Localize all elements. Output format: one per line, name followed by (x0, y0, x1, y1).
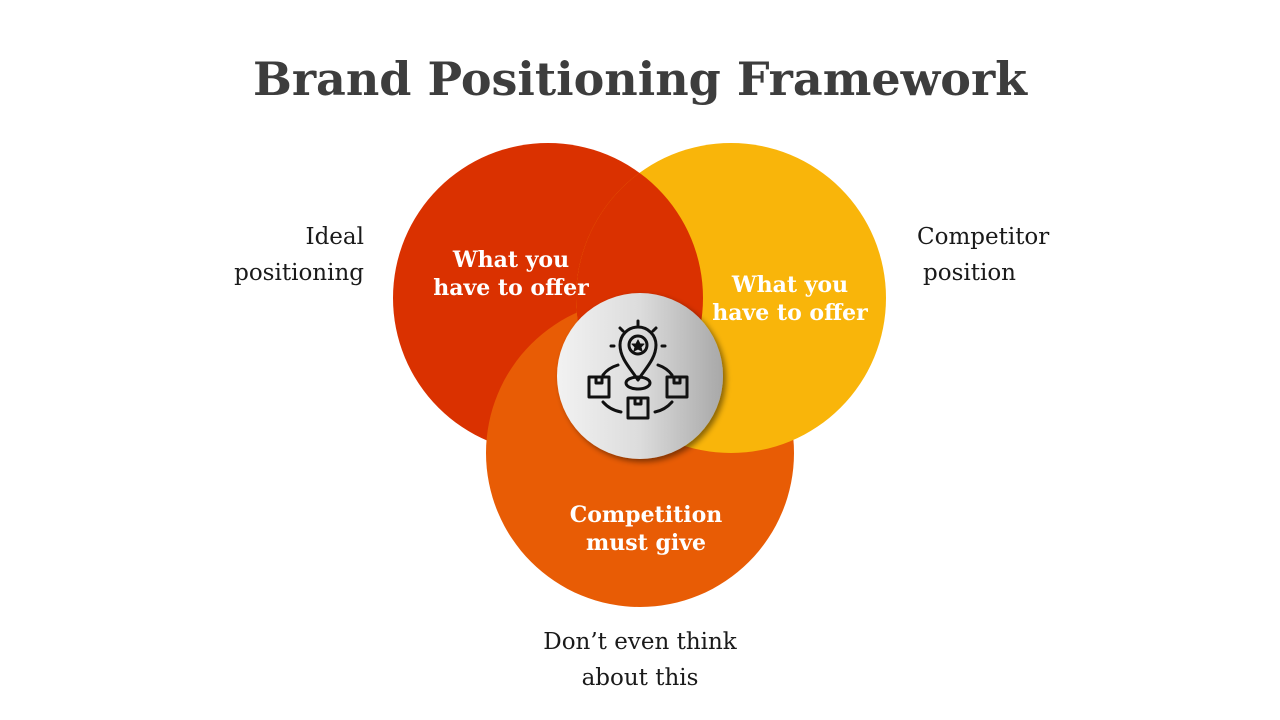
label-right-line2: position (923, 260, 1016, 286)
red-circle-text: What you have to offer (421, 246, 601, 302)
label-right-line1: Competitor (917, 224, 1050, 250)
orange-text-line2: must give (585, 530, 706, 556)
orange-circle-text: Competition must give (546, 501, 746, 557)
label-left-line2: positioning (234, 260, 364, 286)
yellow-text-line2: have to offer (712, 300, 868, 326)
label-competitor-position: Competitor position (917, 219, 1117, 291)
label-dont-think: Don’t even think about this (500, 624, 780, 696)
orange-text-line1: Competition (569, 502, 723, 528)
label-ideal-positioning: Ideal positioning (200, 219, 364, 291)
red-text-line2: have to offer (433, 275, 589, 301)
location-pin-with-boxes-icon (587, 319, 689, 420)
page-title: Brand Positioning Framework (252, 52, 1028, 106)
label-bottom-line2: about this (581, 665, 699, 691)
label-bottom-line1: Don’t even think (543, 629, 737, 655)
label-left-line1: Ideal (305, 224, 365, 250)
yellow-circle-text: What you have to offer (700, 271, 880, 327)
red-text-line1: What you (452, 247, 570, 273)
yellow-text-line1: What you (731, 272, 849, 298)
